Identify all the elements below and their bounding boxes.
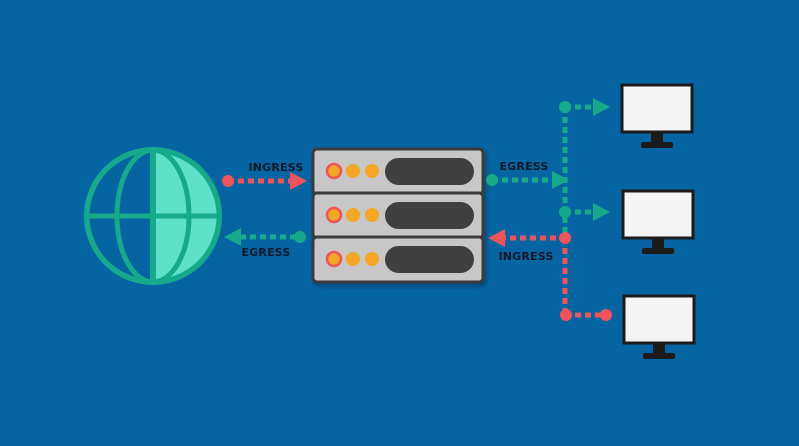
egress-label-left: EGRESS [241,246,290,259]
monitor-icon [621,189,695,254]
monitor-icon [622,294,696,359]
monitor-icon [620,83,694,148]
server-unit [311,191,485,240]
globe-icon [84,147,222,285]
server-unit [311,147,485,196]
egress-arrow-out [224,228,306,246]
ingress-label-right: INGRESS [498,250,553,263]
ingress-tree [488,229,612,321]
server-unit [311,235,485,284]
ingress-arrow-in [222,172,307,190]
egress-tree [486,98,610,236]
ingress-label-left: INGRESS [248,161,303,174]
egress-label-right: EGRESS [499,160,548,173]
server-rack-icon [311,147,485,284]
